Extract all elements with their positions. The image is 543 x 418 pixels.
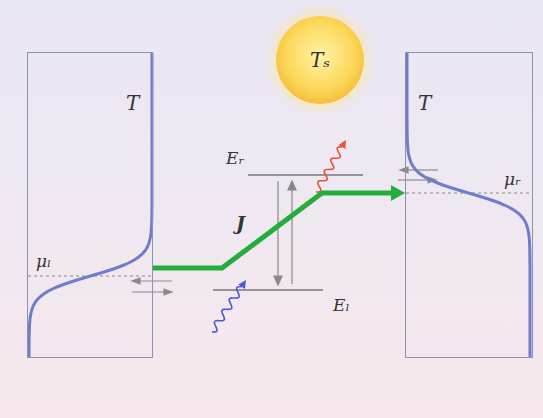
photon-head <box>238 280 246 289</box>
energy-level <box>213 289 323 291</box>
energy-level <box>248 174 363 176</box>
transition-arrows <box>274 181 296 285</box>
chemical-potential-label: μₗ <box>36 253 51 270</box>
sun-circle: Tₛ <box>275 15 365 105</box>
current-label: J <box>236 214 245 233</box>
current-arrow <box>153 193 395 268</box>
chemical-potential-label: μᵣ <box>504 171 521 188</box>
fermi-distribution <box>29 53 152 357</box>
photon-head <box>339 140 346 149</box>
sun-halo <box>264 4 376 116</box>
energy-level-label: Eᵣ <box>226 150 244 167</box>
sun-disc <box>276 16 364 104</box>
reservoir-box: Tμₗ <box>27 52 153 358</box>
fermi-distribution <box>407 53 530 357</box>
temperature-label: T <box>126 93 139 113</box>
photon <box>212 287 242 332</box>
photon <box>316 147 342 192</box>
energy-level-label: Eₗ <box>333 297 350 314</box>
temperature-label: Tₛ <box>310 50 330 70</box>
reservoir-box: Tμᵣ <box>405 52 533 358</box>
temperature-label: T <box>418 93 431 113</box>
exchange-arrows <box>132 167 438 295</box>
arrow-head <box>391 185 405 201</box>
